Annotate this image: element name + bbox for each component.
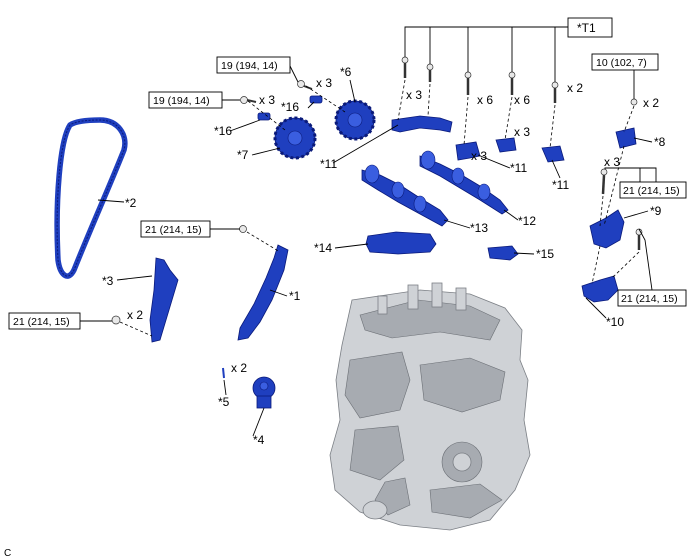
torque-text: 19 (194, 14) xyxy=(221,60,278,72)
torque-text: 19 (194, 14) xyxy=(153,95,210,107)
part-8 xyxy=(615,127,637,149)
slipper-bolt xyxy=(111,315,121,325)
torque-text: 21 (214, 15) xyxy=(623,185,680,197)
torque-text: 10 (102, 7) xyxy=(596,57,647,69)
torque-text: 21 (214, 15) xyxy=(13,316,70,328)
callout-14: *14 xyxy=(314,241,332,255)
part-9 xyxy=(589,209,625,249)
t1-label: *T1 xyxy=(577,21,596,35)
qty-label: x 3 xyxy=(406,88,422,102)
callout-5: *5 xyxy=(218,395,230,409)
torque-spec-21-a: 21 (214, 15) xyxy=(140,220,211,238)
qty-label: x 2 xyxy=(127,308,143,322)
callout-3: *3 xyxy=(102,274,114,288)
bearing-cap-d xyxy=(541,145,565,163)
qty-label: x 3 xyxy=(514,125,530,139)
crank-sprocket xyxy=(252,376,276,409)
callout-6: *6 xyxy=(340,65,352,79)
callout-11-c: *11 xyxy=(552,178,569,192)
timing-chain xyxy=(54,117,128,279)
oil-control-valve-b xyxy=(309,95,323,104)
damper-bolt xyxy=(239,225,247,233)
qty-label: x 3 xyxy=(471,149,487,163)
engine-block xyxy=(329,282,531,531)
t1-box: *T1 xyxy=(567,17,613,38)
callout-4: *4 xyxy=(253,433,265,447)
oil-control-valve-a xyxy=(257,112,271,121)
cam-gear-bolt-b xyxy=(297,80,313,90)
part-labels: *1 *2 *3 *4 *5 *6 *7 *8 *9 *10 *11 *11 *… xyxy=(102,65,666,447)
bearing-cap-b xyxy=(455,141,481,161)
qty-label: x 6 xyxy=(477,93,493,107)
bolts-t1 xyxy=(401,56,559,103)
chain-tensioner-slipper xyxy=(149,257,179,343)
callout-11-b: *11 xyxy=(510,161,527,175)
qty-label: x 3 xyxy=(259,93,275,107)
bearing-cap-15 xyxy=(487,245,519,261)
bolt-right-top xyxy=(630,98,638,106)
torque-spec-10: 10 (102, 7) xyxy=(591,53,659,71)
quantity-labels: x 3 x 3 x 3 x 6 x 6 x 2 x 3 x 3 x 2 x 3 … xyxy=(127,76,659,375)
part-10 xyxy=(581,275,619,303)
torque-spec-21-d: 21 (214, 15) xyxy=(617,289,687,307)
torque-spec-21-b: 21 (214, 15) xyxy=(8,312,81,330)
qty-label: x 2 xyxy=(567,81,583,95)
cam-timing-gear-exhaust xyxy=(273,116,317,160)
callout-11-a: *11 xyxy=(320,157,337,171)
qty-label: x 2 xyxy=(231,361,247,375)
qty-label: x 3 xyxy=(604,155,620,169)
callout-7: *7 xyxy=(237,148,249,162)
pin xyxy=(222,367,225,379)
qty-label: x 6 xyxy=(514,93,530,107)
torque-spec-21-c: 21 (214, 15) xyxy=(619,181,687,199)
qty-label: x 2 xyxy=(643,96,659,110)
callout-9: *9 xyxy=(650,204,662,218)
callout-16-a: *16 xyxy=(281,100,299,114)
dashed-guides xyxy=(119,79,640,337)
camshaft-intake xyxy=(419,150,509,215)
callout-8: *8 xyxy=(654,135,666,149)
callout-2: *2 xyxy=(125,196,137,210)
torque-text: 21 (214, 15) xyxy=(145,224,202,236)
callout-1: *1 xyxy=(289,289,301,303)
camshaft-exhaust xyxy=(361,164,449,227)
bearing-cap-a xyxy=(391,115,453,133)
camshaft-housing xyxy=(365,231,437,255)
callout-15: *15 xyxy=(536,247,554,261)
callout-10: *10 xyxy=(606,315,624,329)
chain-damper xyxy=(237,244,289,341)
callout-16-b: *16 xyxy=(214,124,232,138)
cam-gear-bolt-a xyxy=(240,96,257,104)
torque-text: 21 (214, 15) xyxy=(621,293,678,305)
torque-spec-19-a: 19 (194, 14) xyxy=(216,56,291,74)
bearing-cap-c xyxy=(495,137,517,153)
callout-12: *12 xyxy=(518,214,536,228)
corner-letter: C xyxy=(4,548,11,559)
bolt-right-mid xyxy=(600,168,608,195)
callout-13: *13 xyxy=(470,221,488,235)
leader-lines xyxy=(80,26,657,437)
cam-timing-gear-intake xyxy=(334,99,376,141)
torque-spec-19-b: 19 (194, 14) xyxy=(148,91,223,109)
qty-label: x 3 xyxy=(316,76,332,90)
